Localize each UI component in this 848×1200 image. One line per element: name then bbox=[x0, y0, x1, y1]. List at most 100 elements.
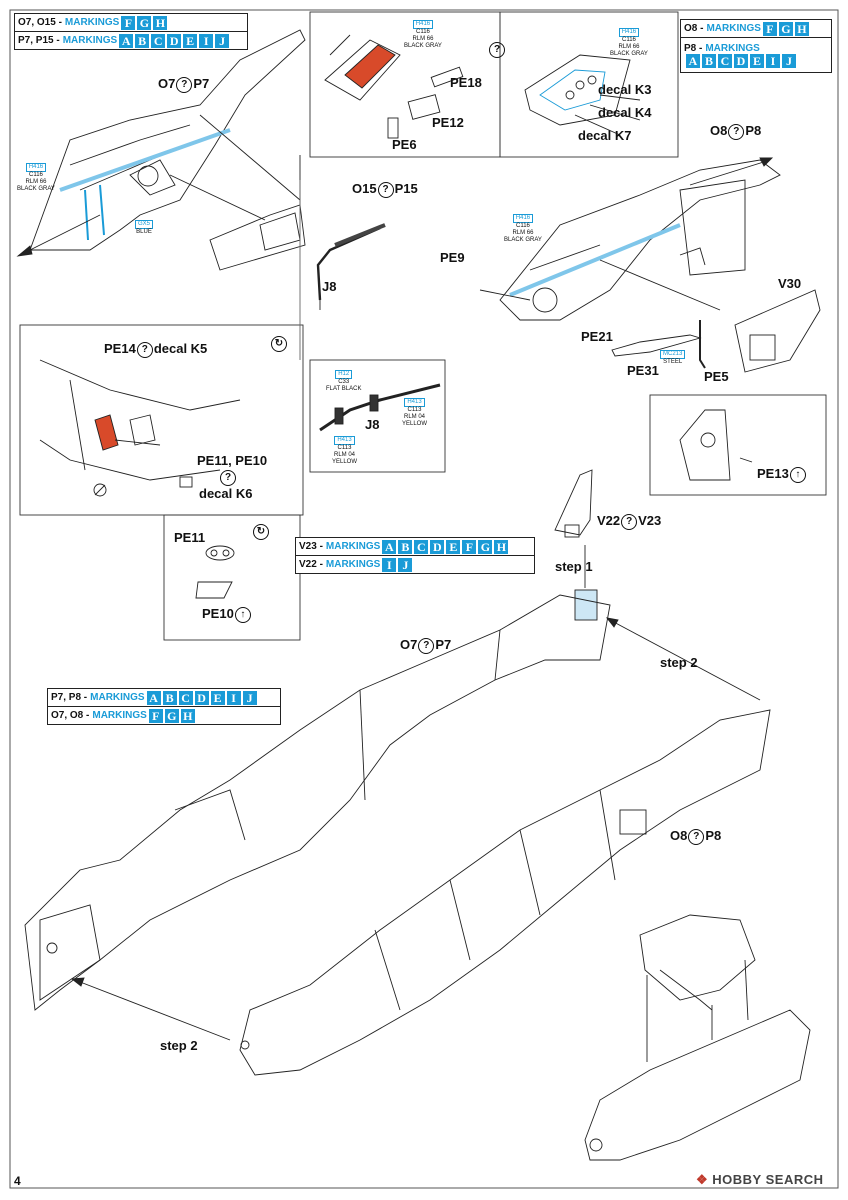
marking-letter-box: F bbox=[121, 15, 136, 30]
v30-panel bbox=[734, 289, 821, 373]
marking-word: MARKINGS bbox=[90, 692, 145, 703]
marking-letter-box: B bbox=[702, 53, 716, 68]
marking-letter-box: J bbox=[398, 557, 413, 572]
label-step-1: step 1 bbox=[555, 559, 593, 574]
label-decal-k6: decal K6 bbox=[199, 486, 253, 501]
marking-letter-box: G bbox=[137, 15, 152, 30]
question-icon: ? bbox=[621, 513, 638, 530]
marking-letter-box: A bbox=[146, 690, 161, 705]
question-icon: ? bbox=[136, 341, 153, 358]
rotate-icon: ↻ bbox=[253, 524, 269, 540]
marking-letter-box: C bbox=[414, 539, 429, 554]
marking-letter-box: A bbox=[382, 539, 397, 554]
logo-icon: ❖ bbox=[696, 1172, 709, 1187]
top-fuselage-shape bbox=[29, 29, 306, 251]
marking-letter-box: B bbox=[135, 33, 150, 48]
label-pe9: PE9 bbox=[440, 250, 465, 265]
variant-label-o7-p7-mid: O7?P7 bbox=[400, 637, 452, 654]
marking-letter-box: D bbox=[734, 53, 748, 68]
arrow-up-icon: ↑ bbox=[234, 606, 251, 623]
panel-top-left bbox=[209, 204, 306, 271]
variant-label-o8-p8-bottom: O8?P8 bbox=[670, 828, 722, 845]
marking-word: MARKINGS bbox=[705, 42, 760, 54]
marking-letter-box: H bbox=[153, 15, 168, 30]
label-pe14-k5: PE14?decal K5 bbox=[104, 341, 208, 358]
marking-word: MARKINGS bbox=[706, 23, 761, 34]
marking-letter-box: I bbox=[199, 33, 214, 48]
marking-word: MARKINGS bbox=[62, 35, 118, 46]
frame-pe14 bbox=[19, 324, 304, 516]
label-j8-top: J8 bbox=[322, 279, 337, 294]
question-icon: ? bbox=[377, 181, 394, 198]
marking-parts: O7, O8 - bbox=[51, 710, 90, 721]
marking-letter-box: J bbox=[215, 33, 230, 48]
marking-letter-box: H bbox=[494, 539, 509, 554]
marking-letter-box: J bbox=[782, 53, 796, 68]
label-j8-detail: J8 bbox=[365, 417, 380, 432]
marking-letter-box: D bbox=[194, 690, 209, 705]
marking-letter-box: F bbox=[148, 708, 163, 723]
label-pe11: PE11 bbox=[174, 530, 206, 545]
marking-letter-box: E bbox=[210, 690, 225, 705]
marking-letter-box: F bbox=[762, 21, 777, 36]
marking-parts: P7, P15 - bbox=[18, 35, 60, 46]
marking-letter-box: I bbox=[766, 53, 780, 68]
marking-letter-box: H bbox=[794, 21, 809, 36]
marking-letter-box: B bbox=[398, 539, 413, 554]
marking-letter-box: G bbox=[478, 539, 493, 554]
marking-parts: O8 - bbox=[684, 23, 704, 34]
frame-pe11 bbox=[163, 514, 301, 641]
frame-decals bbox=[499, 11, 679, 158]
arrow-up-icon: ↑ bbox=[789, 466, 806, 483]
label-pe18: PE18 bbox=[450, 75, 482, 90]
question-icon: ? bbox=[728, 123, 745, 140]
marking-letter-box: C bbox=[178, 690, 193, 705]
variant-label-v22-v23: V22?V23 bbox=[597, 513, 662, 530]
label-decal-k3: decal K3 bbox=[598, 82, 652, 97]
bottom-right-fuselage bbox=[584, 1009, 811, 1161]
marking-parts: P7, P8 - bbox=[51, 692, 88, 703]
marking-letter-box: G bbox=[164, 708, 179, 723]
label-pe31: PE31 bbox=[627, 363, 659, 378]
question-icon: ? bbox=[220, 470, 236, 486]
question-icon: ? bbox=[176, 76, 193, 93]
frame-pe13 bbox=[649, 394, 827, 496]
label-decal-k7: decal K7 bbox=[578, 128, 632, 143]
main-fuselage-left bbox=[24, 594, 611, 1011]
page-border bbox=[9, 9, 839, 1189]
marking-letter-box: I bbox=[226, 690, 241, 705]
label-step-2-right: step 2 bbox=[660, 655, 698, 670]
label-pe21: PE21 bbox=[581, 329, 613, 344]
right-fuselage-shape bbox=[499, 159, 781, 321]
cockpit-insert bbox=[639, 914, 756, 1001]
marking-letter-box: B bbox=[162, 690, 177, 705]
marking-parts: V23 - bbox=[299, 541, 323, 552]
variant-label-o7-p7-top: O7?P7 bbox=[158, 76, 210, 93]
marking-letter-box: D bbox=[167, 33, 182, 48]
tail-fin bbox=[554, 469, 593, 536]
pe31-strip bbox=[611, 334, 702, 357]
marking-parts: V22 - bbox=[299, 559, 323, 570]
marking-letter-box: H bbox=[180, 708, 195, 723]
question-icon: ? bbox=[418, 637, 435, 654]
